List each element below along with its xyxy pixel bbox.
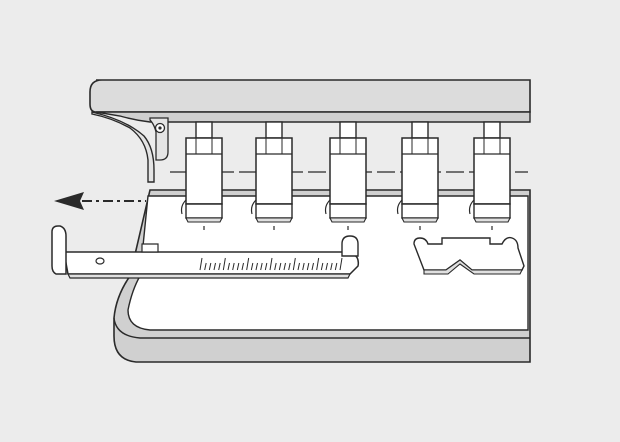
ruler-tick: [297, 262, 300, 271]
arrow-head: [54, 192, 84, 210]
ruler-tick: [278, 262, 282, 271]
punch-stem: [339, 121, 357, 139]
ruler-tick: [241, 262, 244, 271]
punch-side-curve: [324, 199, 331, 215]
punch-unit: [396, 121, 439, 230]
ruler-tick: [246, 257, 250, 271]
ruler-hole: [95, 257, 105, 265]
ruler-tick: [269, 257, 273, 271]
punch-foot: [401, 203, 439, 219]
ruler-tick: [199, 257, 203, 271]
ruler-tick: [283, 262, 286, 271]
right-guide-body: [413, 236, 525, 271]
punch-side-curve: [250, 199, 257, 215]
punch-body: [401, 137, 439, 205]
punch-foot: [185, 203, 223, 219]
ruler-tick: [232, 262, 235, 271]
top-housing: [89, 79, 531, 123]
punch-unit: [468, 121, 511, 230]
bracket-screw-center: [158, 126, 162, 130]
punch-unit: [250, 121, 293, 230]
side-bracket: [91, 111, 169, 183]
punch-body: [329, 137, 367, 205]
ruler-tick: [311, 262, 314, 271]
ruler-tick: [306, 262, 310, 271]
punch-foot-edge: [473, 217, 511, 223]
ruler-end-stop[interactable]: [51, 225, 67, 275]
ruler-tick: [325, 262, 328, 271]
punch-foot: [255, 203, 293, 219]
punch-side-curve: [468, 199, 475, 215]
punch-foot: [329, 203, 367, 219]
punch-foot-edge: [255, 217, 293, 223]
ruler-tick: [292, 257, 296, 271]
paper-guide-ruler[interactable]: [51, 225, 360, 279]
punch-foot-edge: [329, 217, 367, 223]
ruler-tick: [302, 262, 305, 271]
pull-direction-arrow: [54, 192, 146, 210]
ruler-tick: [334, 262, 338, 271]
right-paper-guide[interactable]: [413, 236, 525, 275]
punch-body: [255, 137, 293, 205]
ruler-tick: [264, 262, 268, 271]
ruler-scale-ticks: [199, 257, 343, 271]
ruler-tick: [330, 262, 333, 271]
side-bracket-arm: [91, 111, 155, 183]
ruler-tick: [274, 262, 277, 271]
base-plate-front-edge: [113, 317, 530, 339]
ruler-bar: [63, 251, 360, 275]
punch-side-curve: [180, 199, 187, 215]
punch-unit: [324, 121, 367, 230]
punch-stem: [483, 121, 501, 139]
punch-foot: [473, 203, 511, 219]
housing-rail: [95, 111, 531, 123]
ruler-tick: [255, 262, 258, 271]
ruler-tick: [260, 262, 263, 271]
housing-top-face: [89, 79, 531, 113]
punch-side-curve: [396, 199, 403, 215]
punch-stem: [265, 121, 283, 139]
right-guide-bottom-edge: [423, 259, 523, 275]
ruler-tick: [222, 257, 226, 271]
ruler-tick: [236, 262, 240, 271]
ruler-bottom-edge: [67, 273, 351, 279]
ruler-slot: [141, 243, 159, 253]
ruler-tick: [320, 262, 324, 271]
ruler-tick: [250, 262, 254, 271]
ruler-knob[interactable]: [341, 235, 359, 257]
punch-body: [473, 137, 511, 205]
punch-units: [170, 121, 528, 230]
punch-foot-edge: [401, 217, 439, 223]
punch-stem: [195, 121, 213, 139]
punch-foot-edge: [185, 217, 223, 223]
ruler-tick: [339, 257, 343, 271]
ruler-tick: [288, 262, 291, 271]
ruler-tick: [227, 262, 230, 271]
ruler-tick: [204, 262, 207, 271]
punch-body: [185, 137, 223, 205]
ruler-tick: [208, 262, 212, 271]
ruler-tick: [213, 262, 216, 271]
punch-unit: [180, 121, 223, 230]
ruler-tick: [316, 257, 320, 271]
punch-stem: [411, 121, 429, 139]
ruler-tick: [218, 262, 221, 271]
